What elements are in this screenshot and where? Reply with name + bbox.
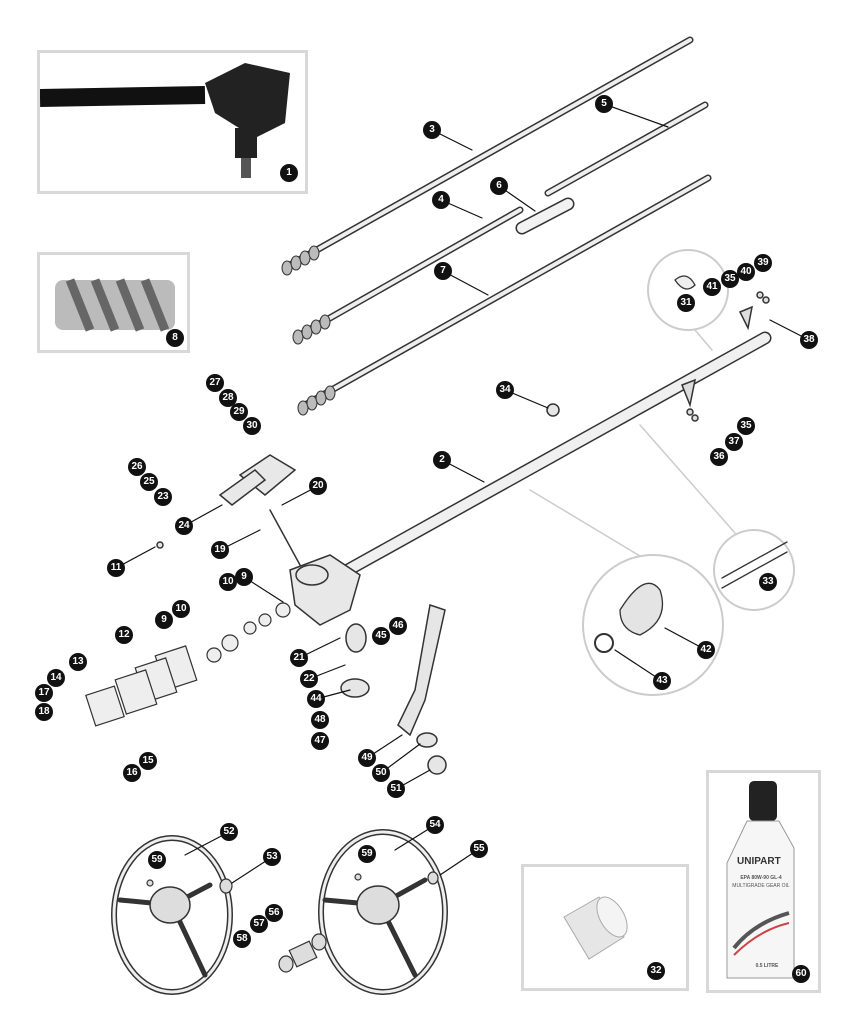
callout-24[interactable]: 24 [175,517,193,535]
callout-31[interactable]: 31 [677,294,695,312]
callout-28[interactable]: 28 [219,389,237,407]
callout-10b[interactable]: 10 [172,600,190,618]
callout-44[interactable]: 44 [307,690,325,708]
callout-43[interactable]: 43 [653,672,671,690]
callout-10a[interactable]: 10 [219,573,237,591]
steering-box-photo [39,63,290,178]
bottle-volume: 0.5 LITRE [755,963,779,969]
callout-47[interactable]: 47 [311,732,329,750]
callout-38[interactable]: 38 [800,331,818,349]
callout-6[interactable]: 6 [490,177,508,195]
outer-column-2 [323,331,772,587]
callout-13[interactable]: 13 [69,653,87,671]
joint-sleeve-6 [515,197,575,235]
callout-36[interactable]: 36 [710,448,728,466]
callout-49[interactable]: 49 [358,749,376,767]
inner-shaft-5 [544,101,709,197]
callout-22[interactable]: 22 [300,670,318,688]
steering-wheel-52 [111,835,233,995]
callout-9a[interactable]: 9 [235,568,253,586]
panel-worm-gear-photo [37,252,190,353]
drop-arm [156,403,560,775]
callout-50[interactable]: 50 [372,764,390,782]
inner-shaft-4 [292,206,524,345]
callout-25[interactable]: 25 [140,473,158,491]
callout-8[interactable]: 8 [166,329,184,347]
shims [85,602,291,727]
callout-20[interactable]: 20 [309,477,327,495]
callout-57[interactable]: 57 [250,915,268,933]
callout-48[interactable]: 48 [311,711,329,729]
callout-56[interactable]: 56 [265,904,283,922]
bush-photo [563,896,628,960]
callout-35b[interactable]: 35 [737,417,755,435]
callout-9b[interactable]: 9 [155,611,173,629]
bottle-description: MULTIGRADE GEAR OIL [732,883,790,889]
callout-55[interactable]: 55 [470,840,488,858]
callout-35a[interactable]: 35 [721,270,739,288]
callout-1[interactable]: 1 [280,164,298,182]
callout-16[interactable]: 16 [123,764,141,782]
inner-shaft-7 [297,174,712,416]
callout-58[interactable]: 58 [233,930,251,948]
callout-4[interactable]: 4 [432,191,450,209]
callout-26[interactable]: 26 [128,458,146,476]
callout-17[interactable]: 17 [35,684,53,702]
callout-54[interactable]: 54 [426,816,444,834]
callout-59b[interactable]: 59 [358,845,376,863]
callout-45[interactable]: 45 [372,627,390,645]
callout-33[interactable]: 33 [759,573,777,591]
callout-30[interactable]: 30 [243,417,261,435]
column-clamp [681,291,770,422]
callout-27[interactable]: 27 [206,374,224,392]
callout-32[interactable]: 32 [647,962,665,980]
callout-46[interactable]: 46 [389,617,407,635]
callout-23[interactable]: 23 [154,488,172,506]
oil-bottle [726,781,795,979]
callout-51[interactable]: 51 [387,780,405,798]
steering-wheel-54 [318,829,448,995]
panel-bush-photo [521,864,689,991]
callout-14[interactable]: 14 [47,669,65,687]
callout-39[interactable]: 39 [754,254,772,272]
callout-34[interactable]: 34 [496,381,514,399]
bottle-brand: UNIPART [737,856,781,867]
callout-5[interactable]: 5 [595,95,613,113]
callout-53[interactable]: 53 [263,848,281,866]
callout-19[interactable]: 19 [211,541,229,559]
inner-shaft-3 [281,36,694,276]
callout-15[interactable]: 15 [139,752,157,770]
callout-18[interactable]: 18 [35,703,53,721]
callout-29[interactable]: 29 [230,403,248,421]
callout-42[interactable]: 42 [697,641,715,659]
callout-3[interactable]: 3 [423,121,441,139]
panel-gear-oil-photo: UNIPART EPA 80W-90 GL-4 MULTIGRADE GEAR … [706,770,821,993]
callout-11[interactable]: 11 [107,559,125,577]
callout-12[interactable]: 12 [115,626,133,644]
callout-52[interactable]: 52 [220,823,238,841]
panel-steering-box-photo [37,50,308,194]
worm-gear-photo [55,278,175,332]
callout-37[interactable]: 37 [725,433,743,451]
callout-60[interactable]: 60 [792,965,810,983]
bottle-product: EPA 80W-90 GL-4 [740,875,782,881]
callout-21[interactable]: 21 [290,649,308,667]
callout-40[interactable]: 40 [737,263,755,281]
callout-59a[interactable]: 59 [148,851,166,869]
callout-2[interactable]: 2 [433,451,451,469]
callout-7[interactable]: 7 [434,262,452,280]
callout-41[interactable]: 41 [703,278,721,296]
steering-box [218,454,361,626]
detail-circle-31 [647,249,729,331]
